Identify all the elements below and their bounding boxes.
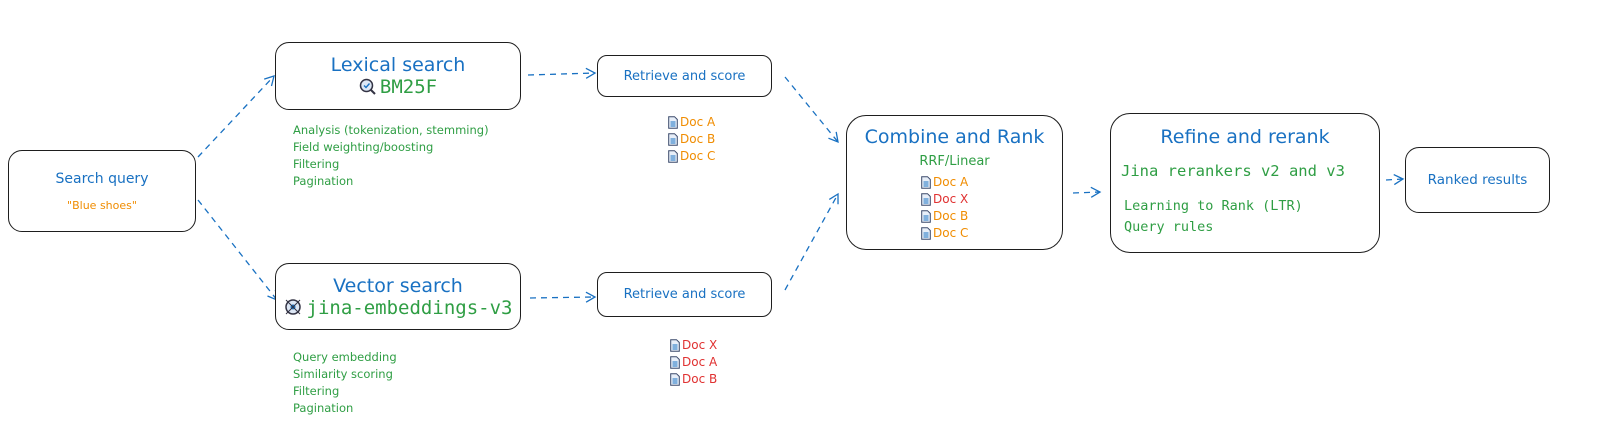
search-check-icon	[359, 78, 376, 95]
doc-item: Doc A	[668, 114, 715, 131]
arrow-retrieve-top-to-combine	[784, 76, 839, 144]
document-icon	[668, 116, 678, 129]
doc-item: Doc B	[668, 131, 715, 148]
document-icon	[921, 193, 931, 206]
vector-search-node: Vector search jina-embeddings-v3	[275, 263, 521, 330]
doc-item: Doc X	[670, 337, 717, 354]
document-icon	[921, 210, 931, 223]
doc-label: Doc X	[933, 192, 969, 206]
doc-label: Doc A	[682, 355, 718, 369]
doc-item: Doc C	[668, 148, 715, 165]
search-query-value: "Blue shoes"	[67, 198, 137, 212]
document-icon	[668, 133, 678, 146]
doc-item: Doc A	[921, 174, 968, 191]
retrieve-top-docs: Doc A Doc B Doc C	[668, 114, 715, 165]
arrow-refine-to-result	[1385, 173, 1405, 186]
doc-item: Doc C	[921, 225, 968, 242]
document-icon	[670, 373, 680, 386]
doc-label: Doc C	[933, 226, 969, 240]
retrieve-score-top-node: Retrieve and score	[597, 55, 772, 97]
combine-method: RRF/Linear	[919, 154, 990, 169]
vector-notes: Query embedding Similarity scoring Filte…	[293, 349, 397, 417]
refine-rerank-node: Refine and rerank Jina rerankers v2 and …	[1110, 113, 1380, 253]
lexical-search-node: Lexical search BM25F	[275, 42, 521, 110]
document-icon	[670, 339, 680, 352]
refine-item: Query rules	[1124, 219, 1214, 235]
search-query-title: Search query	[55, 170, 149, 187]
refine-item: Learning to Rank (LTR)	[1124, 198, 1303, 214]
vector-note: Filtering	[293, 384, 340, 398]
doc-label: Doc B	[933, 209, 969, 223]
lexical-note: Filtering	[293, 157, 340, 171]
document-icon	[921, 227, 931, 240]
document-icon	[921, 176, 931, 189]
retrieve-score-top-label: Retrieve and score	[623, 68, 746, 84]
combine-docs: Doc A Doc X Doc B Doc C	[921, 174, 968, 242]
arrow-vector-to-retrieve	[529, 291, 597, 303]
doc-item: Doc B	[921, 208, 968, 225]
arrow-query-to-lexical	[197, 75, 275, 158]
arrow-combine-to-refine	[1072, 186, 1102, 198]
doc-item: Doc A	[670, 354, 717, 371]
retrieve-score-bottom-label: Retrieve and score	[623, 287, 746, 302]
retrieve-bottom-docs: Doc X Doc A Doc B	[670, 337, 717, 388]
vector-target-icon	[284, 298, 301, 315]
retrieve-score-bottom-node: Retrieve and score	[597, 272, 772, 317]
vector-note: Similarity scoring	[293, 367, 393, 381]
doc-item: Doc X	[921, 191, 968, 208]
lexical-search-title: Lexical search	[330, 54, 466, 76]
ranked-results-label: Ranked results	[1427, 172, 1528, 188]
vector-note: Query embedding	[293, 350, 397, 364]
ranked-results-node: Ranked results	[1405, 147, 1550, 213]
lexical-model: BM25F	[379, 76, 438, 98]
lexical-note: Analysis (tokenization, stemming)	[293, 123, 489, 137]
arrow-retrieve-bottom-to-combine	[784, 192, 839, 291]
refine-items: Learning to Rank (LTR) Query rules	[1124, 196, 1379, 238]
search-query-node: Search query "Blue shoes"	[8, 150, 196, 232]
vector-model: jina-embeddings-v3	[306, 296, 513, 319]
doc-label: Doc B	[680, 132, 716, 146]
doc-label: Doc B	[682, 372, 718, 386]
lexical-note: Field weighting/boosting	[293, 140, 434, 154]
document-icon	[668, 150, 678, 163]
arrow-lexical-to-retrieve	[527, 67, 597, 79]
doc-label: Doc C	[680, 149, 716, 163]
arrow-query-to-vector	[197, 199, 278, 302]
lexical-note: Pagination	[293, 174, 354, 188]
doc-label: Doc A	[680, 115, 716, 129]
vector-note: Pagination	[293, 401, 354, 415]
doc-item: Doc B	[670, 371, 717, 388]
doc-label: Doc X	[682, 338, 718, 352]
refine-title: Refine and rerank	[1160, 126, 1330, 148]
combine-title: Combine and Rank	[864, 126, 1045, 148]
vector-search-title: Vector search	[333, 274, 463, 297]
lexical-notes: Analysis (tokenization, stemming) Field …	[293, 122, 489, 190]
document-icon	[670, 356, 680, 369]
doc-label: Doc A	[933, 175, 969, 189]
refine-model: Jina rerankers v2 and v3	[1121, 162, 1345, 180]
